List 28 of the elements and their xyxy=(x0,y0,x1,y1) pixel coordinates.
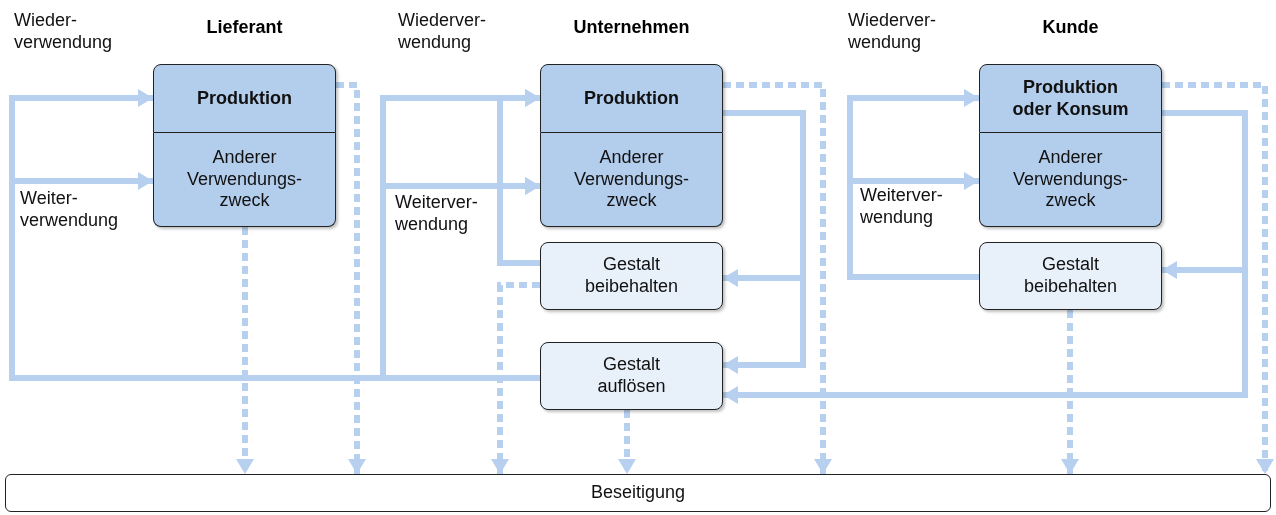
process-box: Gestalt auflösen xyxy=(540,342,723,410)
dashed-arrow xyxy=(236,227,254,474)
column-heading: Kunde xyxy=(1041,16,1100,39)
arrow xyxy=(723,110,1248,404)
flow-label: Wieder- verwendung xyxy=(14,10,114,54)
dashed-arrow xyxy=(1162,82,1274,474)
arrow xyxy=(847,172,979,280)
dashed-arrow xyxy=(618,410,636,474)
process-box: Anderer Verwendungs- zweck xyxy=(153,133,336,227)
flow-label: Weiter- verwendung xyxy=(20,188,120,232)
dashed-arrow xyxy=(491,282,540,474)
process-box: Anderer Verwendungs- zweck xyxy=(979,133,1162,227)
flow-label: Wiederver- wendung xyxy=(398,10,487,54)
disposal-bar: Beseitigung xyxy=(5,474,1271,512)
flow-label: Wiederver- wendung xyxy=(848,10,937,54)
flow-label: Weiterver- wendung xyxy=(860,185,944,229)
column-heading: Lieferant xyxy=(205,16,284,39)
process-box: Anderer Verwendungs- zweck xyxy=(540,133,723,227)
process-box: Produktion xyxy=(153,64,336,133)
column-heading: Unternehmen xyxy=(572,16,691,39)
process-box: Produktion xyxy=(540,64,723,133)
flow-label: Weiterver- wendung xyxy=(395,192,479,236)
dashed-arrow xyxy=(723,82,832,474)
process-box: Gestalt beibehalten xyxy=(979,242,1162,310)
process-box: Produktion oder Konsum xyxy=(979,64,1162,133)
dashed-arrow xyxy=(1061,310,1079,474)
dashed-arrow xyxy=(336,82,366,474)
process-box: Gestalt beibehalten xyxy=(540,242,723,310)
